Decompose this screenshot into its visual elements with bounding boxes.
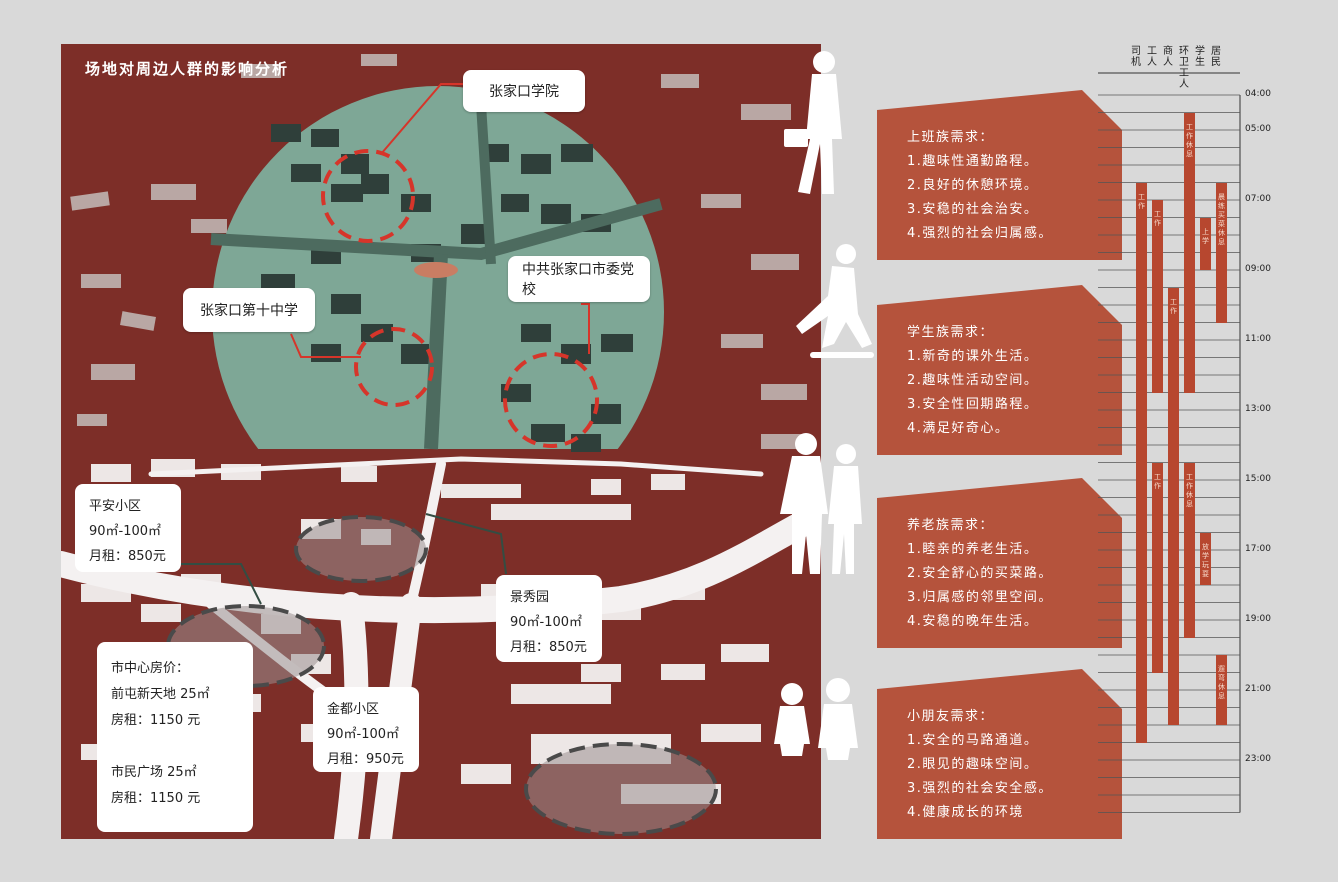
panel-elderly-title: 养老族需求：	[907, 518, 995, 533]
label-party-school-text: 中共张家口市委党校	[522, 262, 634, 298]
hour-label: 19:00	[1245, 614, 1271, 624]
hour-label: 17:00	[1245, 544, 1271, 554]
schedule-bar	[1216, 655, 1227, 725]
panel-elderly-item: 1.睦亲的养老生活。	[907, 542, 1039, 557]
office-worker-icon	[784, 51, 842, 194]
schedule-bar	[1184, 112, 1195, 393]
schedule-bar	[1152, 462, 1163, 673]
panel-office-workers: 上班族需求： 1.趣味性通勤路程。 2.良好的休憩环境。 3.安稳的社会治安。 …	[877, 90, 1122, 260]
panel-elderly-item: 3.归属感的邻里空间。	[907, 590, 1053, 605]
schedule-bar-label: 上学	[1202, 227, 1209, 245]
info-jing-xiu: 景秀园 90㎡-100㎡ 月租：850元	[496, 575, 602, 662]
column-resident: 居民	[1211, 46, 1221, 68]
hour-label: 07:00	[1245, 194, 1271, 204]
elderly-couple-icon	[780, 433, 862, 574]
jing-xiu-name: 景秀园	[510, 590, 550, 605]
hour-label: 23:00	[1245, 754, 1271, 764]
column-sanitation: 环卫工人	[1179, 46, 1189, 90]
ping-an-rent: 月租：850元	[89, 549, 166, 564]
panel-children-item: 4.健康成长的环境	[907, 805, 1024, 820]
schedule-grid	[1098, 72, 1241, 813]
column-student: 学生	[1195, 46, 1205, 68]
city-center-item2-rent: 房租：1150 元	[111, 791, 201, 806]
panel-office-item: 3.安稳的社会治安。	[907, 202, 1039, 217]
schedule-bar-label: 工作 休息	[1186, 122, 1193, 158]
housing-highlights	[166, 515, 718, 836]
hour-label: 04:00	[1245, 89, 1271, 99]
city-center-item2-name: 市民广场 25㎡	[111, 765, 197, 780]
children-icon	[774, 678, 858, 760]
schedule-bar-label: 工作	[1138, 192, 1145, 210]
schedule-bar	[1216, 182, 1227, 323]
schedule-bar-label: 遛弯 休息	[1218, 665, 1225, 700]
hour-label: 09:00	[1245, 264, 1271, 274]
schedule-bar-label: 工作	[1154, 472, 1161, 490]
daily-schedule-chart: 司机 工人 商人 环卫工人 学生 居民 04:00 05:00 07:00 09:00…	[1090, 40, 1320, 840]
panel-office-title: 上班族需求：	[907, 130, 995, 145]
building-cluster-top	[70, 54, 807, 450]
panel-children-item: 1.安全的马路通道。	[907, 733, 1039, 748]
panel-students-item: 3.安全性回期路程。	[907, 397, 1039, 412]
hour-label: 13:00	[1245, 404, 1271, 414]
schedule-bar	[1152, 200, 1163, 393]
hour-label: 21:00	[1245, 684, 1271, 694]
schedule-bar	[1200, 532, 1211, 585]
jing-xiu-rent: 月租：850元	[510, 640, 587, 655]
ping-an-name: 平安小区	[89, 499, 142, 514]
jing-xiu-area: 90㎡-100㎡	[510, 615, 583, 630]
info-ping-an: 平安小区 90㎡-100㎡ 月租：850元	[75, 484, 181, 572]
focus-circles	[321, 149, 599, 448]
label-party-school: 中共张家口市委党校	[508, 256, 650, 302]
column-driver: 司机	[1131, 46, 1141, 68]
panel-students: 学生族需求： 1.新奇的课外生活。 2.趣味性活动空间。 3.安全性回期路程。 …	[877, 285, 1122, 455]
panel-elderly-item: 4.安稳的晚年生活。	[907, 614, 1039, 629]
schedule-bar-label: 工作	[1154, 210, 1161, 227]
schedule-bar-label: 工作	[1170, 297, 1177, 315]
jin-du-rent: 月租：950元	[327, 752, 404, 767]
column-merchant: 商人	[1163, 46, 1173, 68]
info-city-center: 市中心房价： 前屯新天地 25㎡ 房租：1150 元 市民广场 25㎡ 房租：1…	[97, 642, 253, 832]
jin-du-area: 90㎡-100㎡	[327, 727, 400, 742]
label-college-text: 张家口学院	[489, 84, 559, 100]
panel-elderly-item: 2.安全舒心的买菜路。	[907, 566, 1053, 581]
panel-children: 小朋友需求： 1.安全的马路通道。 2.眼见的趣味空间。 3.强烈的社会安全感。…	[877, 669, 1122, 839]
panel-office-item: 4.强烈的社会归属感。	[907, 226, 1053, 241]
panel-children-title: 小朋友需求：	[907, 709, 995, 724]
schedule-bar	[1168, 287, 1179, 725]
label-middle-school-text: 张家口第十中学	[200, 303, 298, 319]
city-center-item1-name: 前屯新天地 25㎡	[111, 687, 210, 702]
hour-label: 15:00	[1245, 474, 1271, 484]
panel-students-item: 1.新奇的课外生活。	[907, 349, 1039, 364]
schedule-bar-label: 放学 玩耍	[1202, 542, 1209, 578]
city-center-title: 市中心房价：	[111, 661, 190, 676]
label-middle-school: 张家口第十中学	[183, 288, 315, 332]
schedule-bar	[1184, 462, 1195, 638]
city-center-item1-rent: 房租：1150 元	[111, 713, 201, 728]
panel-office-item: 2.良好的休憩环境。	[907, 178, 1039, 193]
silhouette-column	[774, 51, 874, 760]
panel-elderly: 养老族需求： 1.睦亲的养老生活。 2.安全舒心的买菜路。 3.归属感的邻里空间…	[877, 478, 1122, 648]
building-cluster-zone	[261, 124, 633, 452]
panel-children-item: 3.强烈的社会安全感。	[907, 781, 1053, 796]
label-college: 张家口学院	[463, 70, 585, 112]
hour-label: 11:00	[1245, 334, 1271, 344]
site-map: 场地对周边人群的影响分析 张家口学院 中共张家口市委党校 张家口第十中学 平安小…	[61, 44, 821, 839]
panel-students-item: 2.趣味性活动空间。	[907, 373, 1039, 388]
column-worker: 工人	[1147, 46, 1157, 68]
schedule-bar	[1136, 182, 1147, 743]
map-title: 场地对周边人群的影响分析	[85, 60, 290, 78]
panel-children-item: 2.眼见的趣味空间。	[907, 757, 1039, 772]
schedule-bar-label: 晨练 买菜 休息	[1218, 192, 1225, 246]
panel-students-item: 4.满足好奇心。	[907, 421, 1010, 436]
schedule-bar	[1200, 217, 1211, 270]
student-skater-icon	[796, 244, 874, 358]
panel-office-item: 1.趣味性通勤路程。	[907, 154, 1039, 169]
jin-du-name: 金都小区	[327, 702, 380, 717]
schedule-bar-label: 工作 休息	[1186, 472, 1193, 508]
info-jin-du: 金都小区 90㎡-100㎡ 月租：950元	[313, 687, 419, 772]
panel-students-title: 学生族需求：	[907, 325, 995, 340]
ping-an-area: 90㎡-100㎡	[89, 524, 162, 539]
hour-label: 05:00	[1245, 124, 1271, 134]
